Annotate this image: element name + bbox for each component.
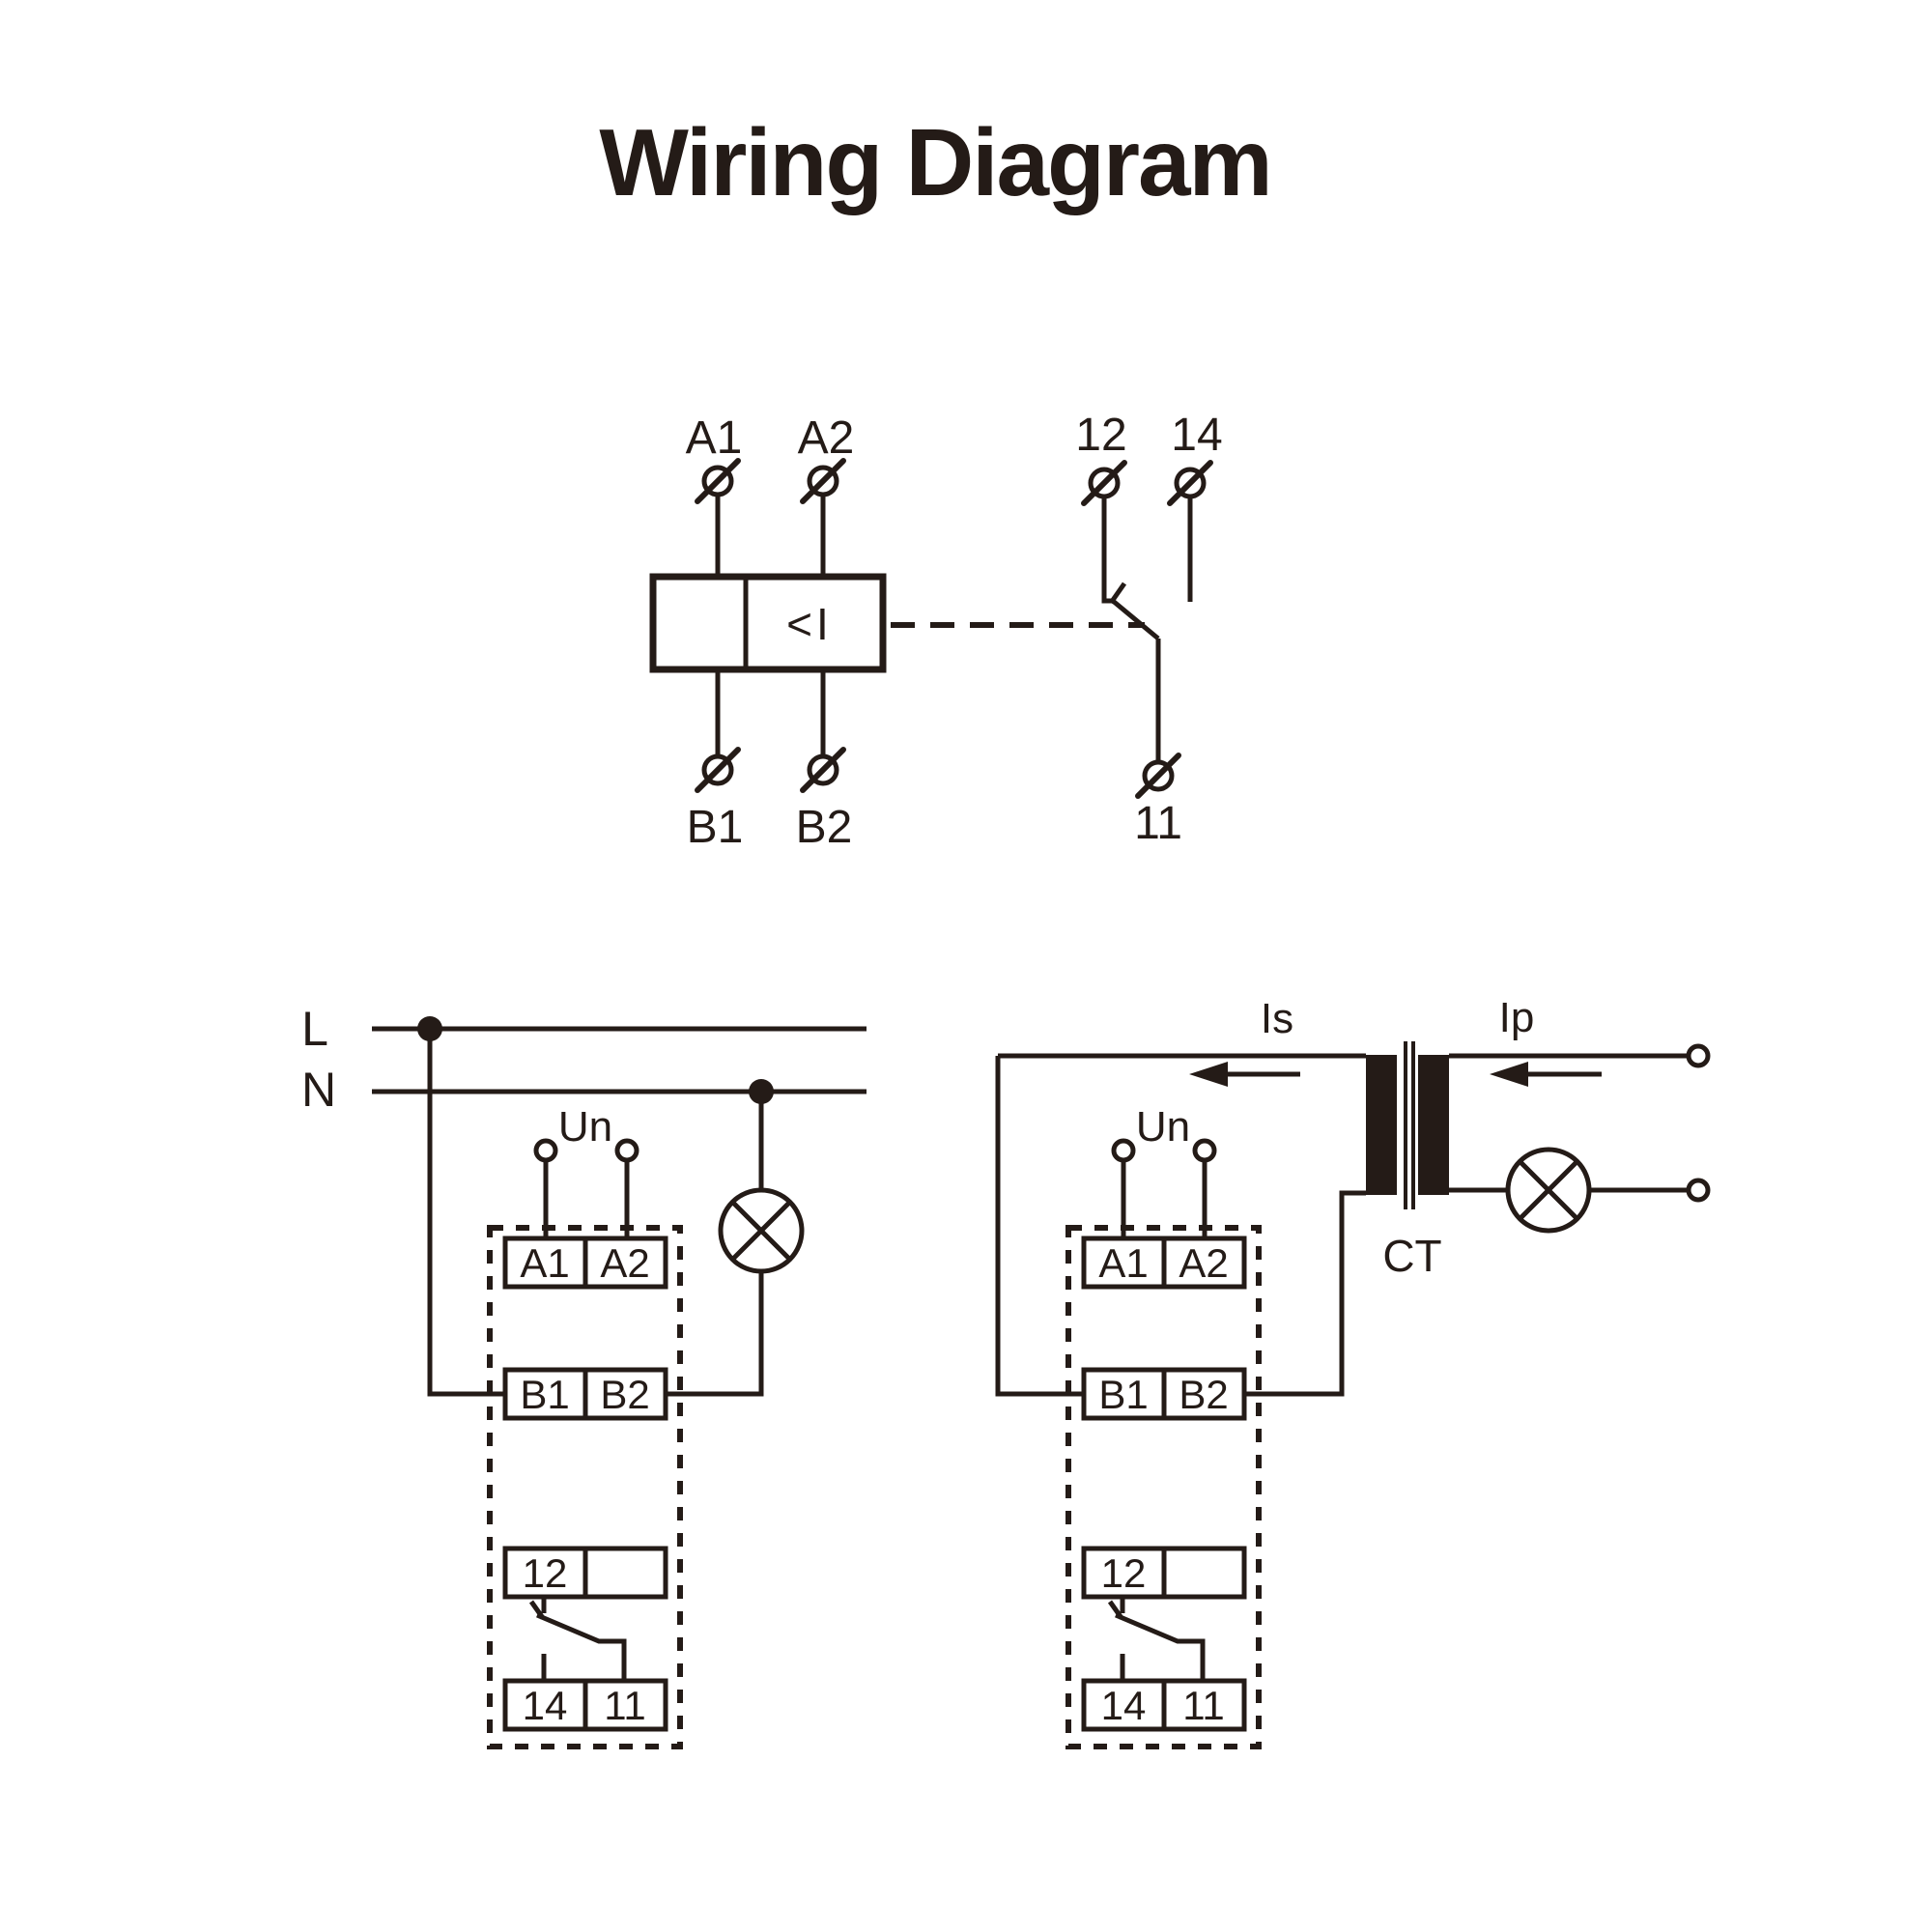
transformer-label: CT: [1382, 1231, 1441, 1281]
page-title: Wiring Diagram: [599, 109, 1270, 215]
terminal-b1-label: B1: [520, 1372, 569, 1417]
device-outline: [1065, 1225, 1262, 1749]
terminal-a2-label: A2: [600, 1240, 649, 1286]
wire: [1244, 1190, 1366, 1397]
terminal-12-label: 12: [523, 1550, 568, 1596]
screw-terminal-icon: [1081, 460, 1127, 506]
terminal-b2-label: B2: [796, 802, 853, 853]
terminal-b1-label: B1: [1098, 1372, 1148, 1417]
open-terminal-icon: [533, 1138, 558, 1163]
terminal-11-label: 11: [604, 1683, 646, 1728]
neutral-line-label: N: [301, 1063, 336, 1117]
terminal-14-label: 14: [1101, 1683, 1147, 1728]
terminal-12-label: 12: [1075, 410, 1126, 461]
contact-arm: [536, 1612, 627, 1681]
device-body: [649, 573, 887, 673]
screw-terminal-icon: [1167, 460, 1213, 506]
wire: [427, 1029, 505, 1397]
terminal-14-label: 14: [1171, 410, 1222, 461]
application-circuit-ct: Is Ip Un CT: [995, 994, 1711, 1749]
lamp-icon: [718, 1187, 805, 1274]
terminal-11-label: 11: [1182, 1683, 1225, 1728]
relay-device-symbol: A1 A2 <I B1 B2: [649, 412, 887, 853]
open-terminal-icon: [1686, 1043, 1711, 1068]
wire: [995, 1056, 1084, 1397]
wire: [1101, 497, 1113, 604]
terminal-a2-label: A2: [798, 412, 855, 464]
open-terminal-icon: [1192, 1138, 1217, 1163]
screw-terminal-icon: [695, 458, 741, 504]
open-terminal-icon: [614, 1138, 639, 1163]
undercurrent-symbol: <I: [786, 599, 833, 649]
live-line-label: L: [301, 1002, 328, 1056]
terminal-14-label: 14: [523, 1683, 568, 1728]
changeover-contact-symbol: 12 14 11: [1075, 410, 1222, 849]
screw-terminal-icon: [695, 747, 741, 793]
supply-voltage-label: Un: [558, 1103, 612, 1151]
contact-arm: [1115, 1612, 1206, 1681]
lamp-icon: [1505, 1147, 1592, 1234]
terminal-11-label: 11: [1134, 798, 1182, 849]
supply-voltage-label: Un: [1136, 1103, 1190, 1151]
terminal-a2-label: A2: [1179, 1240, 1228, 1286]
relay-module: A1 A2 B1 B2 12 14 11: [1065, 1225, 1262, 1749]
terminal-12-label: 12: [1101, 1550, 1147, 1596]
contact-arm: [1111, 599, 1160, 640]
screw-terminal-icon: [800, 747, 846, 793]
wire: [666, 1271, 764, 1397]
terminal-b1-label: B1: [687, 802, 744, 853]
screw-terminal-icon: [800, 458, 846, 504]
terminal-b2-label: B2: [600, 1372, 649, 1417]
screw-terminal-icon: [1135, 753, 1181, 799]
open-terminal-icon: [1686, 1178, 1711, 1203]
open-terminal-icon: [1111, 1138, 1136, 1163]
primary-current-label: Ip: [1499, 994, 1535, 1041]
terminal-b2-label: B2: [1179, 1372, 1228, 1417]
relay-module: A1 A2 B1 B2 12 14 11: [487, 1225, 683, 1749]
terminal-a1-label: A1: [686, 412, 743, 464]
terminal-a1-label: A1: [520, 1240, 569, 1286]
current-arrow-icon: [1189, 1062, 1300, 1087]
application-circuit-direct: L N Un A1 A2 B1 B2: [301, 1002, 867, 1749]
device-outline: [487, 1225, 683, 1749]
secondary-current-label: Is: [1261, 995, 1293, 1042]
current-arrow-icon: [1490, 1062, 1602, 1087]
terminal-a1-label: A1: [1098, 1240, 1148, 1286]
contact-blade-tick: [1108, 582, 1127, 605]
current-transformer-icon: [1366, 1041, 1449, 1209]
